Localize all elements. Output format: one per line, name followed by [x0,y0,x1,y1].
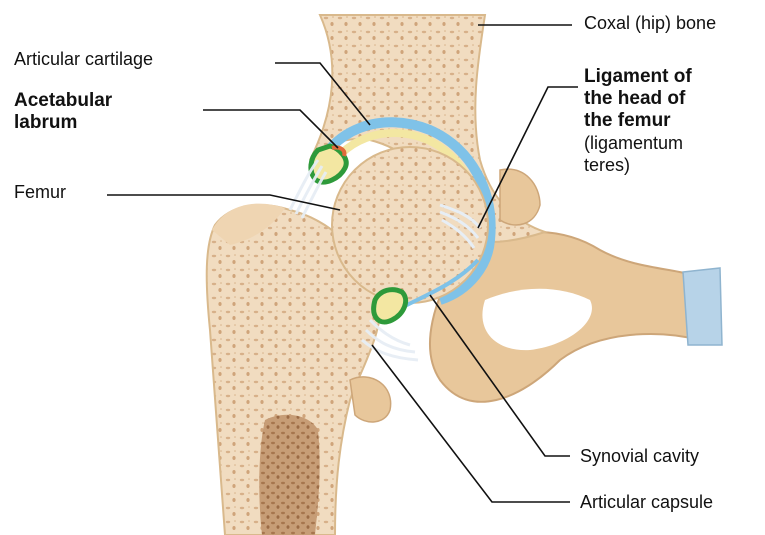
label-acetabular-labrum-line1: Acetabular [14,90,112,112]
label-ligamentum-line2: teres) [584,154,692,176]
label-articular-capsule: Articular capsule [580,491,713,513]
label-ligament-line1: Ligament of [584,66,692,88]
label-acetabular-labrum: Acetabular labrum [14,90,112,134]
label-ligament-line2: the head of [584,88,692,110]
label-synovial-cavity: Synovial cavity [580,445,699,467]
label-acetabular-labrum-line2: labrum [14,112,112,134]
leader-acetabular-labrum [203,110,338,148]
label-ligamentum-line1: (ligamentum [584,132,692,154]
leader-synovial-cavity [430,295,570,456]
label-coxal-bone: Coxal (hip) bone [584,12,716,34]
label-femur: Femur [14,181,66,203]
leader-femur [107,195,340,210]
leader-articular-capsule [372,345,570,502]
label-ligament-line3: the femur [584,110,692,132]
label-ligament-of-head-of-femur: Ligament of the head of the femur (ligam… [584,66,692,176]
leader-ligament [478,87,578,228]
leader-articular-cartilage [275,63,370,125]
label-articular-cartilage: Articular cartilage [14,48,153,70]
